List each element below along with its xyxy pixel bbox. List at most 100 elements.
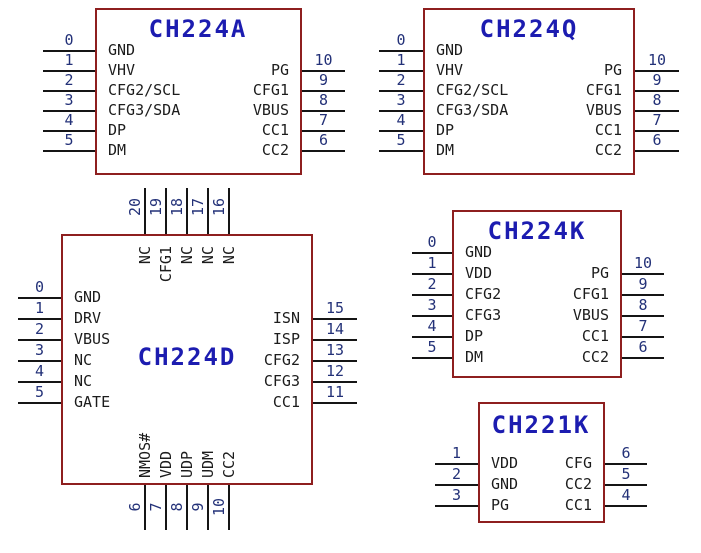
pin-line: [43, 150, 95, 152]
pin-number: 5: [427, 338, 437, 356]
pin-number: 4: [427, 317, 437, 335]
pin-number: 9: [189, 502, 207, 512]
pin-line: [635, 70, 679, 72]
pin-number: 0: [396, 31, 406, 49]
pin-number: 17: [189, 197, 207, 217]
pin-line: [435, 505, 478, 507]
pin-line: [18, 297, 61, 299]
pin-number: 18: [168, 197, 186, 217]
pin-label: CFG2/SCL: [108, 81, 181, 99]
pin-line: [165, 485, 167, 530]
pin-line: [165, 188, 167, 234]
pin-number: 3: [64, 91, 74, 109]
pin-number: 8: [638, 296, 648, 314]
pin-line: [207, 485, 209, 530]
pin-line: [622, 357, 664, 359]
pin-number: 6: [652, 131, 662, 149]
pin-label: CC1: [581, 327, 609, 345]
pin-label: DM: [465, 348, 484, 366]
pin-line: [186, 188, 188, 234]
pin-line: [622, 315, 664, 317]
pin-line: [412, 294, 452, 296]
pin-label: ISN: [272, 309, 300, 327]
pin-label: PG: [270, 61, 289, 79]
pin-label: DM: [436, 141, 455, 159]
pin-number: 0: [64, 31, 74, 49]
pin-number: 5: [34, 383, 45, 401]
pin-line: [43, 50, 95, 52]
pin-line: [635, 150, 679, 152]
pin-number: 2: [451, 465, 462, 483]
pin-label: UDM: [199, 450, 217, 478]
pin-number: 4: [621, 486, 631, 504]
pin-line: [635, 130, 679, 132]
pin-number: 0: [427, 233, 437, 251]
pin-number: 20: [126, 197, 144, 217]
pin-number: 10: [314, 51, 333, 69]
pin-number: 6: [638, 338, 648, 356]
pin-line: [313, 339, 357, 341]
pin-line: [605, 484, 647, 486]
pin-line: [302, 130, 345, 132]
pin-label: NC: [199, 246, 217, 265]
chip-body-ch224q: [423, 8, 635, 175]
pin-number: 5: [64, 131, 74, 149]
pin-line: [622, 294, 664, 296]
pin-label: GND: [108, 41, 136, 59]
pin-number: 2: [396, 71, 406, 89]
pin-label: CC1: [594, 121, 622, 139]
pin-label: DM: [108, 141, 127, 159]
pin-line: [379, 130, 423, 132]
pin-line: [302, 110, 345, 112]
chip-title-ch224a: CH224A: [148, 15, 248, 43]
pin-line: [313, 402, 357, 404]
pin-line: [435, 463, 478, 465]
pin-line: [228, 188, 230, 234]
pin-number: 7: [147, 502, 165, 512]
pin-line: [43, 130, 95, 132]
pin-label: PG: [603, 61, 622, 79]
pin-label: CC2: [564, 475, 592, 493]
pin-number: 6: [621, 444, 631, 462]
pin-number: 16: [210, 197, 228, 217]
pin-number: 8: [652, 91, 662, 109]
pin-line: [605, 505, 647, 507]
pin-label: CFG3/SDA: [108, 101, 181, 119]
pin-label: NC: [74, 372, 93, 390]
pin-label: VBUS: [572, 306, 609, 324]
pin-label: NC: [220, 246, 238, 265]
pin-number: 7: [318, 111, 329, 129]
pin-label: CC1: [261, 121, 289, 139]
pin-label: CC2: [220, 450, 238, 478]
pin-line: [18, 381, 61, 383]
pin-line: [379, 150, 423, 152]
pin-number: 15: [325, 299, 345, 317]
pin-label: NMOS#: [136, 432, 154, 478]
pin-label: CC2: [581, 348, 609, 366]
pin-label: GND: [491, 475, 519, 493]
pin-line: [186, 485, 188, 530]
pin-line: [302, 150, 345, 152]
pin-line: [43, 70, 95, 72]
pin-number: 5: [396, 131, 406, 149]
pin-label: ISP: [272, 330, 300, 348]
pin-number: 8: [318, 91, 329, 109]
pin-number: 1: [451, 444, 462, 462]
pin-label: CFG1: [157, 246, 175, 283]
pin-label: CFG: [564, 454, 592, 472]
pin-line: [379, 70, 423, 72]
pin-label: VDD: [157, 450, 175, 478]
pin-line: [144, 188, 146, 234]
pin-label: NC: [136, 246, 154, 265]
pin-number: 4: [34, 362, 45, 380]
chip-title-ch224d: CH224D: [137, 343, 237, 371]
pin-line: [412, 336, 452, 338]
pin-number: 9: [638, 275, 648, 293]
pin-line: [379, 110, 423, 112]
pin-number: 1: [427, 254, 437, 272]
pin-line: [207, 188, 209, 234]
pin-line: [313, 381, 357, 383]
pin-number: 4: [396, 111, 406, 129]
pin-line: [435, 484, 478, 486]
pin-label: CFG1: [585, 81, 622, 99]
